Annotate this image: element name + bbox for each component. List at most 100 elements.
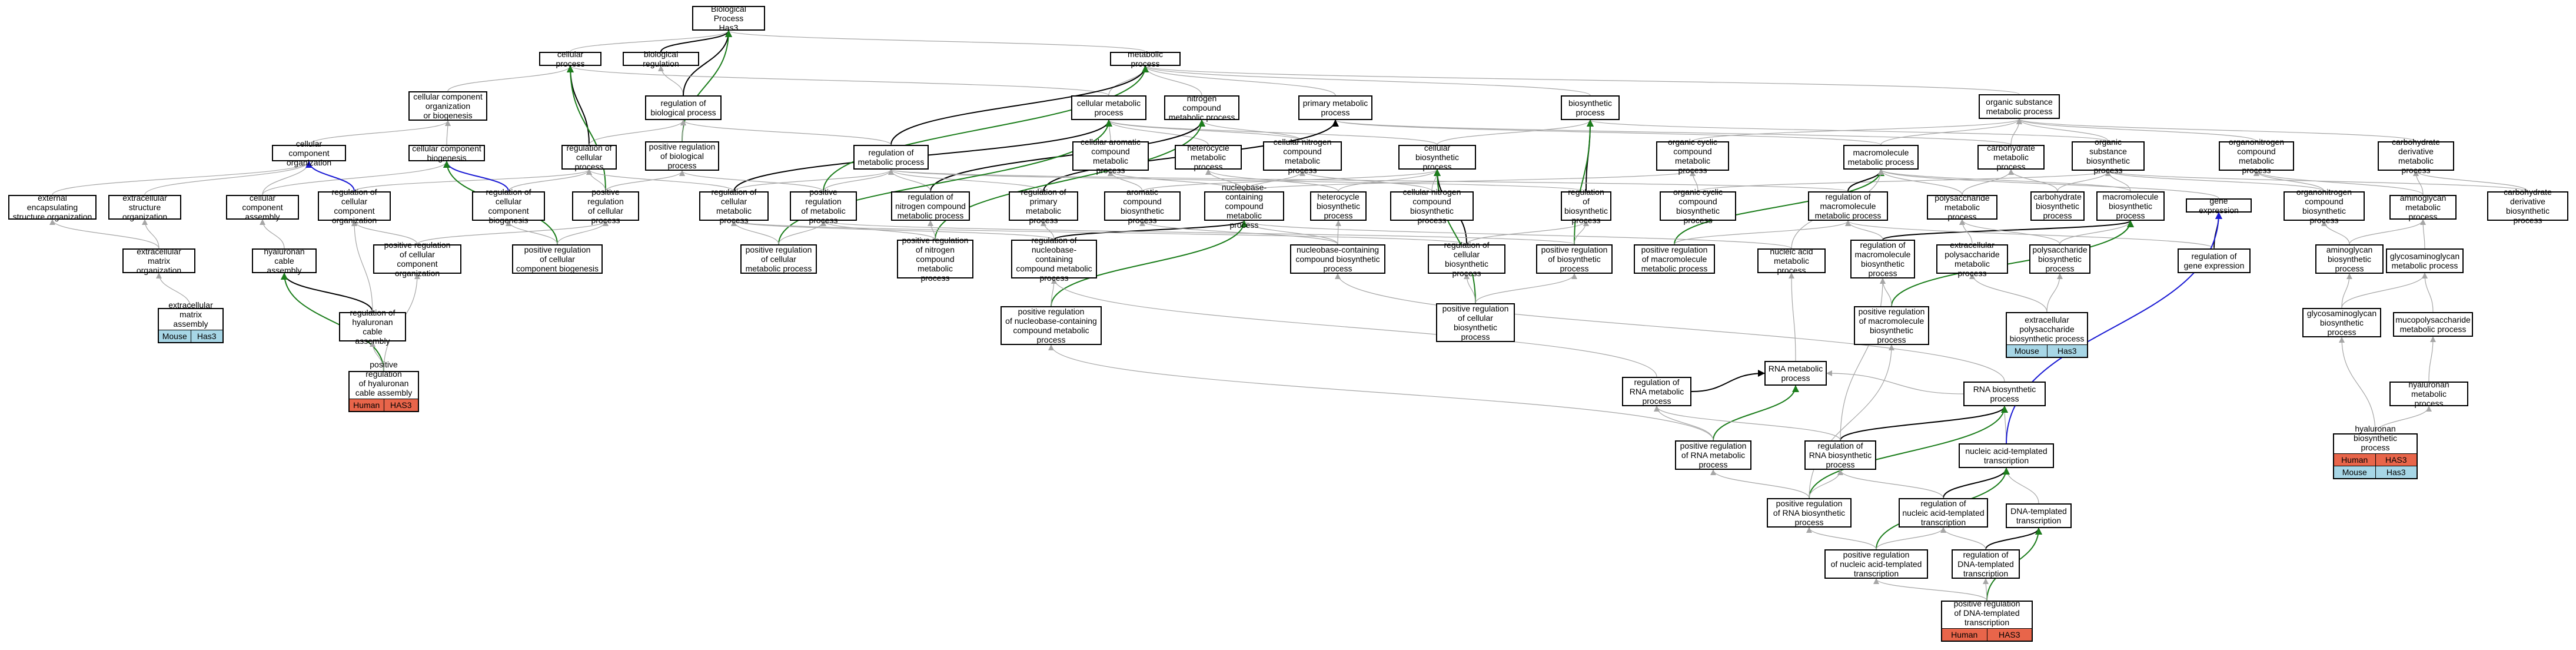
go-term-reg-nitrogen-metabolic[interactable]: regulation of nitrogen compound metaboli… — [891, 191, 970, 221]
edge-gray — [928, 220, 936, 240]
go-term-reg-bio-process[interactable]: regulation of biological process — [645, 95, 722, 120]
edge-gray — [679, 170, 824, 192]
go-term-cell-biosynthetic[interactable]: cellular biosynthetic process — [1398, 143, 1476, 171]
go-term-ext-encaps[interactable]: external encapsulating structure organiz… — [8, 193, 97, 221]
go-term-macromolecule-biosynthetic[interactable]: macromolecule biosynthetic process — [2096, 191, 2165, 221]
go-term-glycosaminoglycan-metabolic[interactable]: glycosaminoglycan metabolic process — [2386, 248, 2464, 273]
edge-gray — [1466, 220, 1589, 245]
go-term-pos-reg-nucleic-acid-transcription[interactable]: positive regulation of nucleic acid-temp… — [1824, 549, 1928, 579]
go-term-aminoglycan-biosynthetic[interactable]: aminoglycan biosynthetic process — [2315, 244, 2384, 274]
go-term-cell-nitrogen-biosynthetic[interactable]: cellular nitrogen compound biosynthetic … — [1390, 187, 1474, 225]
edge-gray — [1826, 370, 1964, 394]
go-term-biological-regulation[interactable]: biological regulation — [623, 49, 699, 68]
go-term-pos-reg-rna-biosynthetic[interactable]: positive regulation of RNA biosynthetic … — [1767, 498, 1852, 528]
go-term-pos-reg-cc-biogenesis[interactable]: positive regulation of cellular componen… — [512, 244, 603, 274]
go-term-organonitrogen-biosynthetic[interactable]: organonitrogen compound biosynthetic pro… — [2284, 187, 2365, 225]
term-label: macromolecule metabolic process — [1847, 148, 1914, 167]
go-term-organic-cyclic-biosynthetic[interactable]: organic cyclic compound biosynthetic pro… — [1660, 187, 1736, 225]
go-term-hyaluronan-metabolic[interactable]: hyaluronan metabolic process — [2389, 380, 2468, 408]
term-label: positive regulation of nucleobase-contai… — [1005, 307, 1097, 344]
go-term-reg-gene-expression[interactable]: regulation of gene expression — [2178, 248, 2251, 273]
go-term-pos-reg-cc-org[interactable]: positive regulation of cellular componen… — [373, 240, 461, 278]
go-term-nitrogen-compound-metabolic[interactable]: nitrogen compound metabolic process — [1164, 94, 1239, 122]
go-term-pos-reg-macromolecule-metabolic[interactable]: positive regulation of macromolecule met… — [1634, 244, 1715, 274]
go-term-carb-deriv-metabolic[interactable]: carbohydrate derivative metabolic proces… — [2378, 137, 2454, 175]
go-term-cell-aromatic-metabolic[interactable]: cellular aromatic compound metabolic pro… — [1072, 137, 1149, 175]
go-term-reg-hyaluronan-cable[interactable]: regulation of hyaluronan cable assembly — [339, 308, 406, 346]
go-term-cc-biogenesis[interactable]: cellular component biogenesis — [408, 144, 485, 162]
go-term-nucleic-acid-metabolic[interactable]: nucleic acid metabolic process — [1757, 247, 1826, 275]
go-term-reg-cc-org[interactable]: regulation of cellular component organiz… — [318, 187, 391, 225]
go-term-organic-substance-biosynthetic[interactable]: organic substance biosynthetic process — [2072, 137, 2145, 175]
go-term-rna-biosynthetic[interactable]: RNA biosynthetic process — [1963, 382, 2046, 406]
go-term-reg-cc-biogenesis[interactable]: regulation of cellular component biogene… — [472, 187, 545, 225]
go-term-pos-reg-cell-biosynthetic[interactable]: positive regulation of cellular biosynth… — [1436, 303, 1515, 342]
go-term-reg-rna-biosynthetic[interactable]: regulation of RNA biosynthetic process — [1804, 440, 1876, 470]
go-term-organic-cyclic-metabolic[interactable]: organic cyclic compound metabolic proces… — [1656, 137, 1729, 175]
go-term-organic-substance-metabolic[interactable]: organic substance metabolic process — [1979, 94, 2060, 119]
go-term-polysaccharide-metabolic[interactable]: polysaccharide metabolic process — [1927, 193, 1997, 221]
go-term-pos-reg-metabolic[interactable]: positive regulation of metabolic process — [790, 187, 857, 225]
go-term-pos-reg-macromolecule-biosynthetic[interactable]: positive regulation of macromolecule bio… — [1854, 306, 1929, 345]
go-term-pos-reg-rna-metabolic[interactable]: positive regulation of RNA metabolic pro… — [1675, 440, 1751, 470]
go-term-cc-assembly[interactable]: cellular component assembly — [226, 193, 299, 221]
go-term-pos-reg-dna-transcription[interactable]: positive regulation of DNA-templated tra… — [1941, 599, 2033, 642]
go-term-hyaluronan-cable-assembly[interactable]: hyaluronan cable assembly — [252, 247, 317, 275]
go-term-heterocycle-metabolic[interactable]: heterocycle metabolic process — [1175, 143, 1242, 171]
term-label: extracellular matrix organization — [136, 247, 182, 275]
go-term-cc-organization[interactable]: cellular component organization — [272, 139, 346, 167]
go-term-reg-biosynthetic[interactable]: regulation of biosynthetic process — [1561, 187, 1611, 225]
go-term-extracellular-matrix-org[interactable]: extracellular matrix organization — [122, 247, 195, 275]
go-term-pos-reg-cellular-process[interactable]: positive regulation of cellular process — [572, 187, 639, 225]
go-term-reg-dna-transcription[interactable]: regulation of DNA-templated transcriptio… — [1952, 549, 2020, 579]
go-term-extracellular-polysaccharide-metabolic[interactable]: extracellular polysaccharide metabolic p… — [1936, 240, 2008, 278]
go-term-reg-cellular-process[interactable]: regulation of cellular process — [561, 143, 617, 171]
go-term-extracellular-structure-org[interactable]: extracellular structure organization — [108, 193, 181, 221]
go-term-cellular-metabolic[interactable]: cellular metabolic process — [1071, 95, 1146, 120]
go-term-reg-cellular-metabolic[interactable]: regulation of cellular metabolic process — [699, 187, 769, 225]
go-term-reg-primary-metabolic[interactable]: regulation of primary metabolic process — [1009, 187, 1078, 225]
term-label: regulation of cellular component organiz… — [331, 187, 377, 225]
go-term-cc-org-or-biogenesis[interactable]: cellular component organization or bioge… — [408, 91, 487, 121]
go-term-pos-reg-nucleobase-metabolic[interactable]: positive regulation of nucleobase-contai… — [1001, 306, 1102, 345]
go-term-nucleic-acid-templated-transcription[interactable]: nucleic acid-templated transcription — [1959, 443, 2054, 468]
go-term-macromolecule-metabolic[interactable]: macromolecule metabolic process — [1843, 145, 1919, 170]
term-label: extracellular polysaccharide metabolic p… — [1945, 240, 2000, 278]
go-term-pos-reg-cellular-metabolic[interactable]: positive regulation of cellular metaboli… — [740, 244, 817, 274]
go-term-pos-reg-hyaluronan-cable[interactable]: positive regulation of hyaluronan cable … — [348, 360, 419, 412]
go-term-reg-nucleic-acid-transcription[interactable]: regulation of nucleic acid-templated tra… — [1899, 498, 1988, 528]
go-term-biosynthetic[interactable]: biosynthetic process — [1561, 95, 1620, 120]
go-term-pos-reg-biosynthetic[interactable]: positive regulation of biosynthetic proc… — [1536, 244, 1613, 274]
go-term-reg-macromolecule-biosynthetic[interactable]: regulation of macromolecule biosynthetic… — [1850, 240, 1915, 278]
go-term-pos-reg-nitrogen-metabolic[interactable]: positive regulation of nitrogen compound… — [897, 236, 973, 283]
go-term-polysaccharide-biosynthetic[interactable]: polysaccharide biosynthetic process — [2029, 244, 2090, 274]
go-term-primary-metabolic[interactable]: primary metabolic process — [1298, 95, 1372, 120]
go-term-reg-cell-biosynthetic[interactable]: regulation of cellular biosynthetic proc… — [1428, 240, 1505, 278]
go-term-reg-macromolecule-metabolic[interactable]: regulation of macromolecule metabolic pr… — [1808, 191, 1888, 221]
go-term-mucopolysaccharide-metabolic[interactable]: mucopolysaccharide metabolic process — [2393, 312, 2473, 337]
go-term-cellular-process[interactable]: cellular process — [539, 49, 601, 68]
go-term-bp[interactable]: Biological Process Has3 — [692, 4, 765, 32]
go-term-carbohydrate-biosynthetic[interactable]: carbohydrate biosynthetic process — [2030, 191, 2085, 221]
go-term-gene-expression[interactable]: gene expression — [2186, 196, 2252, 215]
go-term-aminoglycan-metabolic[interactable]: aminoglycan metabolic process — [2389, 193, 2457, 221]
go-term-reg-nucleobase-metabolic[interactable]: regulation of nucleobase-containing comp… — [1011, 236, 1097, 283]
go-term-rna-metabolic[interactable]: RNA metabolic process — [1764, 361, 1827, 386]
go-term-aromatic-biosynthetic[interactable]: aromatic compound biosynthetic process — [1104, 187, 1181, 225]
go-term-reg-metabolic[interactable]: regulation of metabolic process — [853, 145, 929, 170]
go-term-reg-rna-metabolic[interactable]: regulation of RNA metabolic process — [1622, 377, 1691, 406]
go-term-nucleobase-biosynthetic[interactable]: nucleobase-containing compound biosynthe… — [1290, 244, 1385, 274]
go-term-heterocycle-biosynthetic[interactable]: heterocycle biosynthetic process — [1310, 191, 1367, 221]
go-term-glycosaminoglycan-biosynthetic[interactable]: glycosaminoglycan biosynthetic process — [2302, 308, 2381, 337]
go-term-extracellular-polysaccharide-biosynthetic[interactable]: extracellular polysaccharide biosyntheti… — [2006, 312, 2088, 358]
go-term-pos-reg-bio-process[interactable]: positive regulation of biological proces… — [645, 141, 719, 171]
go-term-carbohydrate-metabolic[interactable]: carbohydrate metabolic process — [1977, 143, 2045, 171]
go-term-organonitrogen-metabolic[interactable]: organonitrogen compound metabolic proces… — [2219, 137, 2294, 175]
go-term-dna-templated-transcription[interactable]: DNA-templated transcription — [2006, 503, 2072, 528]
go-term-nucleobase-metabolic[interactable]: nucleobase-containing compound metabolic… — [1204, 183, 1284, 230]
go-term-cell-nitrogen-metabolic[interactable]: cellular nitrogen compound metabolic pro… — [1263, 137, 1342, 175]
go-term-carb-deriv-biosynthetic[interactable]: carbohydrate derivative biosynthetic pro… — [2487, 187, 2568, 225]
go-term-metabolic-process[interactable]: metabolic process — [1110, 49, 1181, 68]
